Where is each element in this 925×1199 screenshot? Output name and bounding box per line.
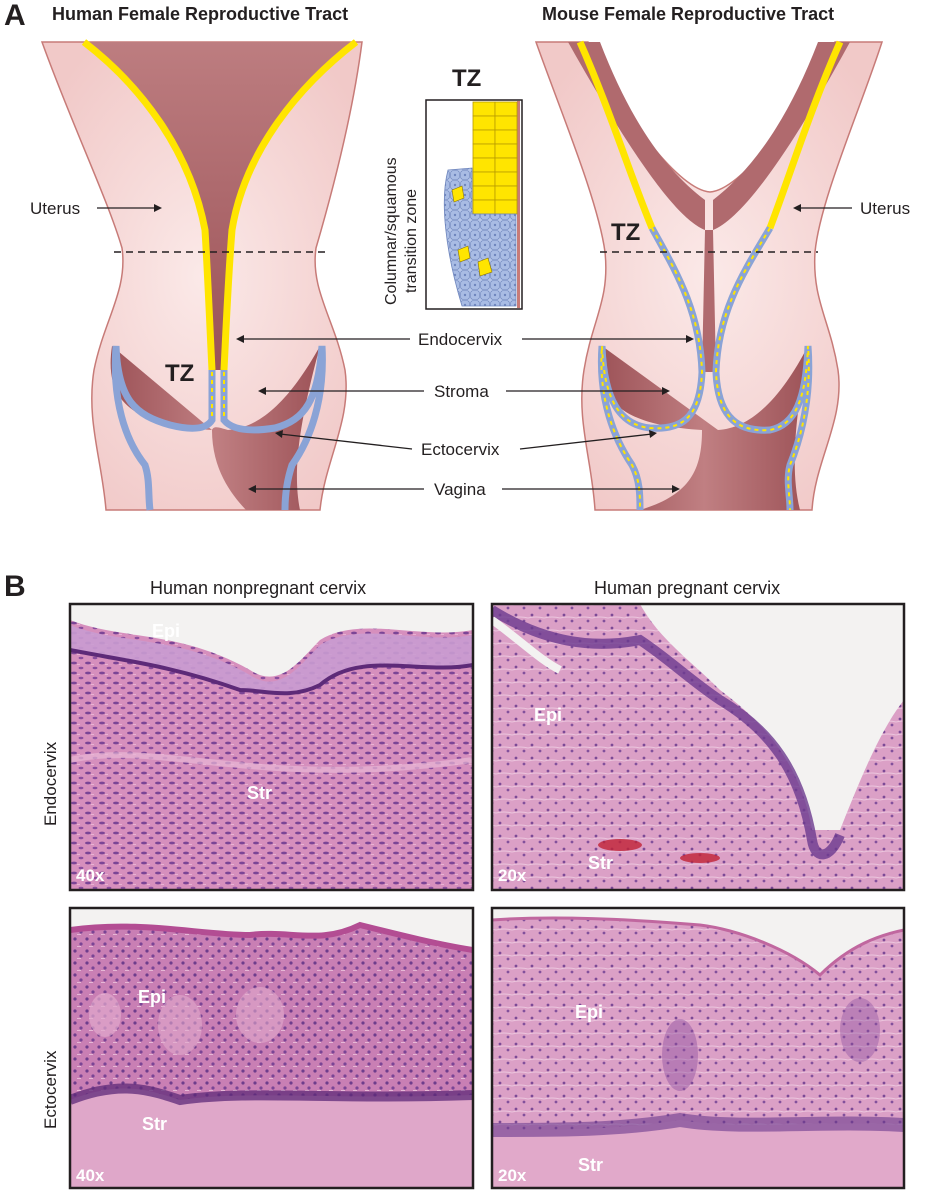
human-uterine-lumen [84,42,356,370]
micro1-magnification: 40x [76,866,105,885]
row-label-ectocervix: Ectocervix [41,1050,60,1129]
column-label-nonpregnant: Human nonpregnant cervix [150,578,366,598]
arrow-ectocervix-right [519,433,653,450]
micro2-magnification: 20x [498,866,527,885]
micrograph-nonpregnant-endocervix: Epi Str 40x [68,602,475,892]
panel-a-annotations: Uterus Uterus Endocervix Stroma Ectocerv… [30,199,910,499]
mouse-vaginal-lumen [600,346,808,510]
micro4-magnification: 20x [498,1166,527,1185]
mouse-tz-label: TZ [611,219,640,246]
mouse-columnar-right [766,40,844,230]
inset-side-label-1: Columnar/squamous [383,157,400,305]
micro1-str-label: Str [247,783,272,803]
inset-cell-y3 [477,257,493,277]
mouse-tz-dashes-left [600,227,704,511]
arrow-ectocervix-left [279,433,413,450]
vagina-label: Vagina [434,480,486,499]
mouse-tract-diagram: TZ [534,40,884,511]
micro1-epi-label: Epi [152,621,180,641]
stroma-label: Stroma [434,382,489,401]
arrowhead-endocervix-left [236,335,244,343]
ectocervix-label: Ectocervix [421,440,500,459]
uterus-label-right: Uterus [860,199,910,218]
human-title: Human Female Reproductive Tract [52,4,348,24]
human-tz-dashes [211,372,225,420]
micro3-magnification: 40x [76,1166,105,1185]
human-tract-diagram: TZ [40,39,363,511]
inset-cell-y2 [457,245,471,263]
human-columnar-epithelium-right [220,39,359,371]
micro2-str-label: Str [588,853,613,873]
inset-squamous-cells [443,167,517,307]
panel-letter-a: A [4,0,26,32]
arrowhead-uterus-left [154,204,162,212]
human-vaginal-lumen [110,346,320,510]
micrograph-pregnant-ectocervix: Epi Str 20x [490,906,906,1190]
mouse-horn-lumen-right [713,42,850,230]
inset-title: TZ [452,65,481,92]
tz-inset: TZ Columnar/squamous transition zone [383,65,523,310]
uterus-label-left: Uterus [30,199,80,218]
micrograph-nonpregnant-ectocervix: Epi Str 40x [68,906,475,1190]
endocervix-label: Endocervix [418,330,503,349]
arrowhead-vagina-right [672,485,680,493]
inset-basement [517,101,520,308]
arrowhead-stroma-right [662,387,670,395]
inset-columnar-cells [472,101,518,215]
panel-letter-b: B [4,570,26,603]
human-squamous-left [111,345,216,511]
inset-side-label-2: transition zone [403,189,420,293]
inset-cell-y1 [451,185,465,203]
arrowhead-ectocervix-left [275,430,283,438]
human-columnar-epithelium-left [81,39,216,371]
mouse-title: Mouse Female Reproductive Tract [542,4,834,24]
mouse-columnar-left [576,40,656,230]
arrowhead-ectocervix-right [649,430,657,438]
micro3-epi-label: Epi [138,987,166,1007]
row-label-endocervix: Endocervix [41,741,60,826]
micro4-epi-label: Epi [575,1002,603,1022]
column-label-pregnant: Human pregnant cervix [594,578,780,598]
arrowhead-uterus-right [793,204,801,212]
arrowhead-vagina-left [248,485,256,493]
mouse-cervical-canal [702,230,716,372]
micro3-str-label: Str [142,1114,167,1134]
human-tz-label: TZ [165,360,194,387]
micro4-str-label: Str [578,1155,603,1175]
arrowhead-endocervix-right [686,335,694,343]
mouse-tz-dashes-right [714,227,810,511]
micro2-epi-label: Epi [534,705,562,725]
human-squamous-right [220,345,326,511]
arrowhead-stroma-left [258,387,266,395]
micrograph-pregnant-endocervix: Epi Str 20x [490,602,906,892]
